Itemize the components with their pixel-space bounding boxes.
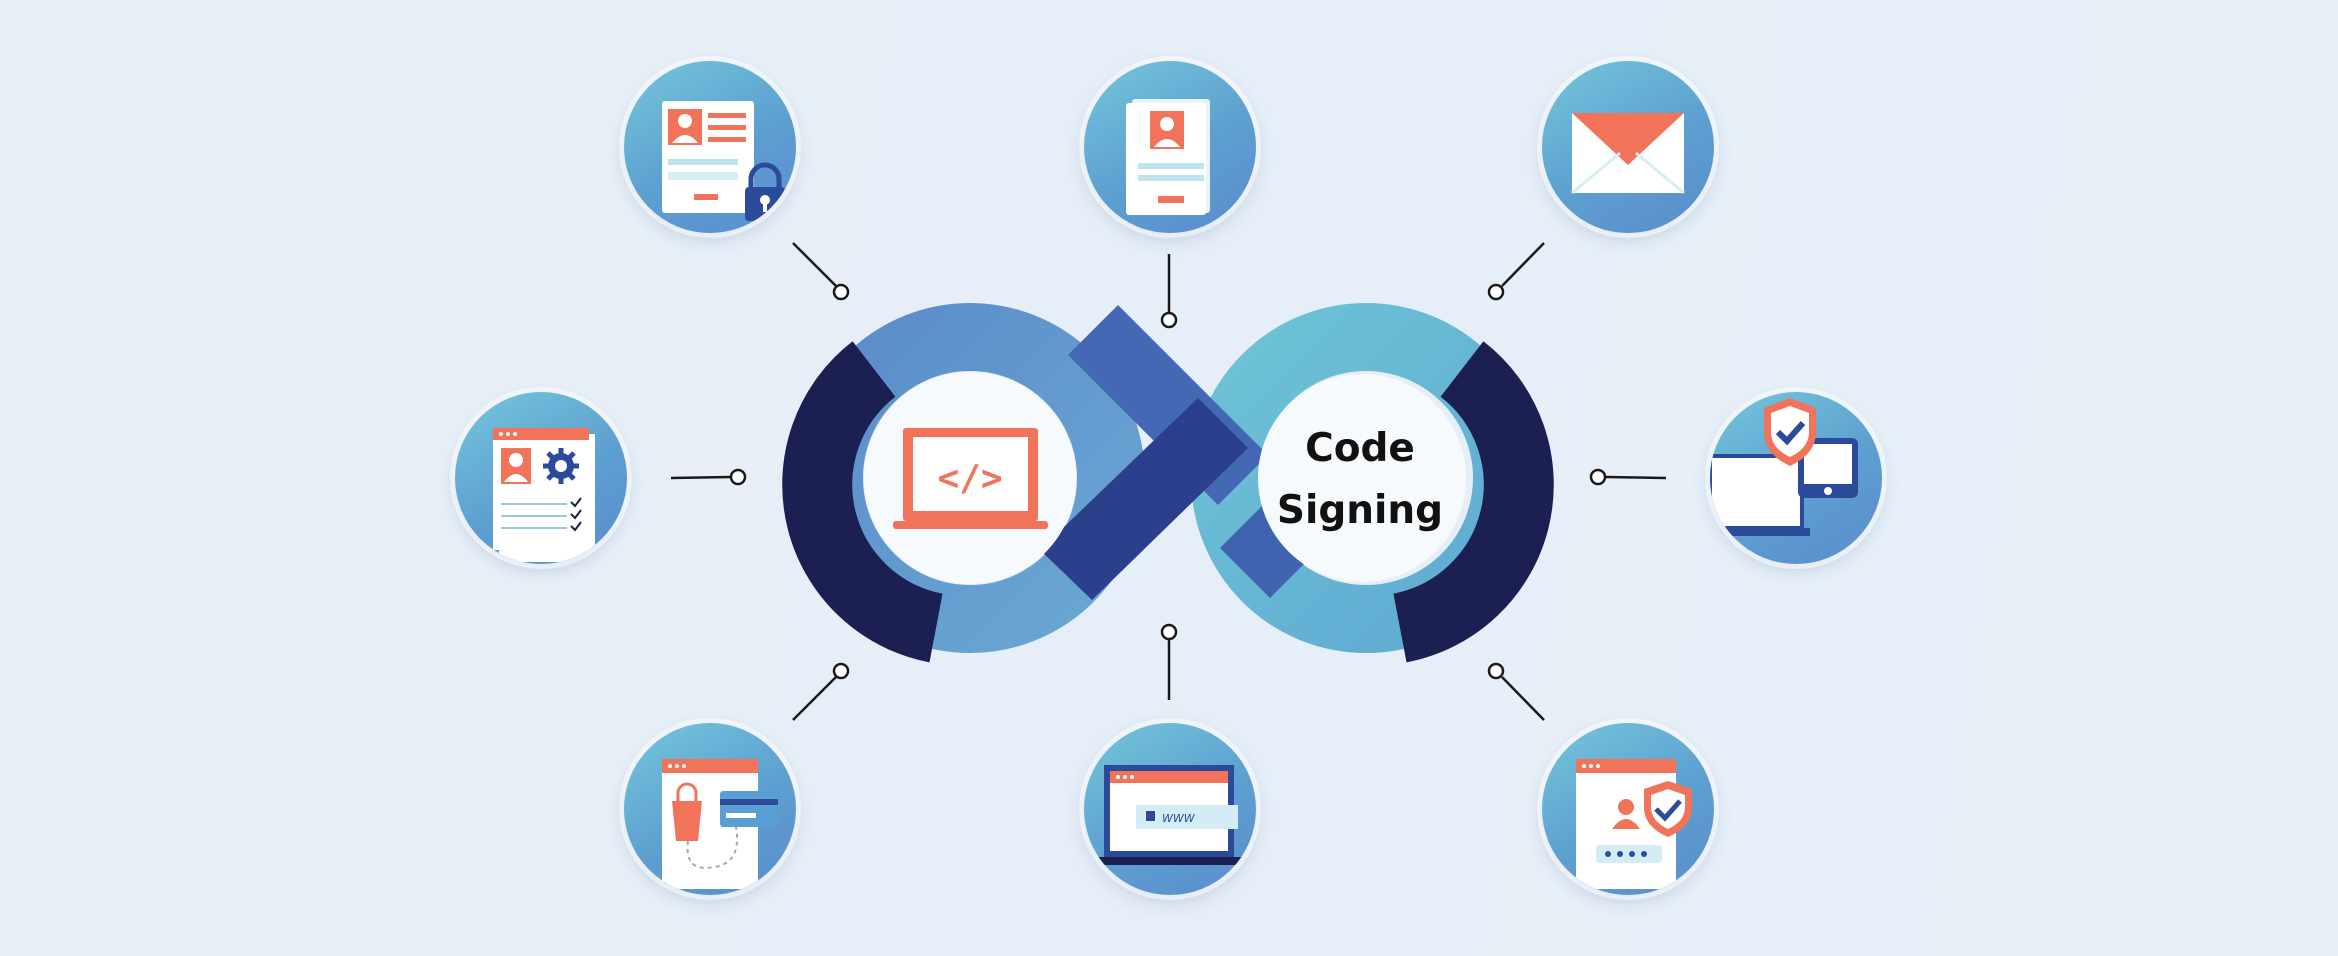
- title-line-2: Signing: [1276, 488, 1444, 533]
- email-envelope-node: [1542, 61, 1714, 233]
- email-envelope-icon: [1571, 113, 1685, 195]
- url-text: WWW: [1162, 812, 1196, 825]
- code-glyph: </>: [937, 458, 1002, 499]
- profile-settings-checklist-icon: [493, 428, 595, 562]
- id-card-lock-icon: [662, 101, 785, 221]
- id-card-lock-node: [624, 61, 796, 233]
- center-title: Code Signing: [1260, 418, 1460, 542]
- title-line-1: Code: [1305, 426, 1415, 471]
- profile-settings-node: [455, 392, 627, 564]
- shield-devices-icon: [1710, 398, 1858, 536]
- shopping-payment-icon: [662, 759, 778, 889]
- user-shield-node: [1542, 723, 1714, 895]
- id-document-node: [1084, 61, 1256, 233]
- shield-devices-node: [1710, 392, 1882, 564]
- id-document-icon: [1126, 99, 1210, 215]
- user-shield-login-icon: [1576, 759, 1692, 889]
- secure-url-browser-icon: WWW: [1096, 765, 1242, 865]
- laptop-code-icon: [893, 428, 1048, 529]
- shopping-payment-node: [624, 723, 796, 895]
- secure-url-node: WWW: [1084, 723, 1256, 895]
